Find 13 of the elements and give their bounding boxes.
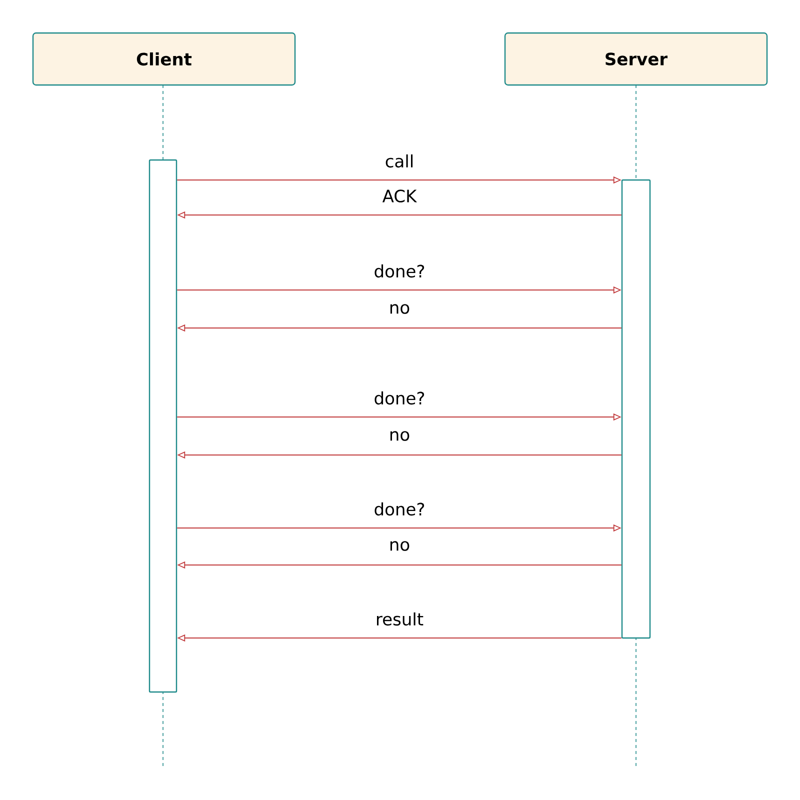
message-label: done?: [372, 390, 426, 406]
message-label: no: [388, 303, 412, 315]
activation-bar: [621, 179, 651, 639]
participant-box: Server: [504, 32, 768, 86]
message-label: no: [388, 430, 412, 442]
participant-box: Client: [32, 32, 296, 86]
message-label: result: [374, 611, 425, 627]
message-label: no: [388, 540, 412, 552]
activation-bar: [148, 159, 178, 693]
message-label: done?: [372, 501, 426, 517]
message-label: ACK: [381, 188, 418, 204]
message-label: call: [384, 153, 416, 169]
message-label: done?: [372, 263, 426, 279]
